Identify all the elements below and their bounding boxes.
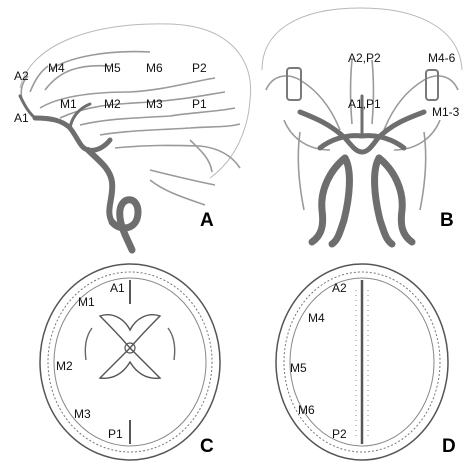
label-m1: M1: [78, 295, 95, 309]
panel-b-labels: A2,P2 M4-6 A1,P1 M1-3: [348, 51, 460, 119]
panel-a-lateral-view: A2 A1 M4 M5 M6 P2 M1 M2 M3 P1 A: [14, 23, 252, 254]
label-m5: M5: [104, 61, 121, 75]
label-m1-3: M1-3: [432, 105, 460, 119]
right-insula-loop: [425, 69, 439, 101]
label-p1: P1: [108, 427, 123, 441]
panel-d-axial-section: A2 M4 M5 M6 P2 D: [275, 263, 456, 461]
brain-surface: [53, 277, 207, 447]
label-m1: M1: [60, 97, 77, 111]
label-m4-6: M4-6: [428, 51, 456, 65]
label-a2: A2: [14, 69, 29, 83]
label-m2: M2: [104, 97, 121, 111]
label-a1: A1: [110, 281, 125, 295]
brain-outline: [19, 23, 252, 179]
lateral-ventricles: [98, 314, 162, 379]
skull-inner: [283, 271, 441, 453]
main-vessels: [18, 94, 142, 254]
label-a2-p2: A2,P2: [348, 51, 381, 65]
label-p2: P2: [192, 61, 207, 75]
third-ventricle: [124, 342, 136, 354]
label-m2: M2: [56, 359, 73, 373]
label-a1: A1: [14, 111, 29, 125]
label-p1: P1: [192, 97, 207, 111]
panel-d-labels: A2 M4 M5 M6 P2: [290, 281, 347, 441]
left-sylvian-fissure: [84, 327, 93, 361]
label-m4: M4: [48, 61, 65, 75]
main-vessels: [297, 94, 427, 248]
label-m6: M6: [146, 61, 163, 75]
panel-letter-d: D: [442, 436, 456, 457]
skull-outer: [275, 263, 449, 461]
label-p2: P2: [332, 427, 347, 441]
label-a1-p1: A1,P1: [348, 97, 381, 111]
distal-branches: [20, 50, 241, 206]
panel-c-labels: A1 M1 M2 M3 P1: [56, 281, 125, 441]
label-m3: M3: [146, 97, 163, 111]
panel-b-frontal-view: A2,P2 M4-6 A1,P1 M1-3 B: [261, 7, 463, 248]
label-m4: M4: [308, 311, 325, 325]
left-insula-loop: [286, 67, 302, 101]
brain-surface: [289, 277, 435, 447]
panel-letter-c: C: [200, 436, 214, 457]
label-m6: M6: [298, 403, 315, 417]
label-m3: M3: [74, 407, 91, 421]
skull-outer: [39, 263, 221, 461]
distal-branches: [265, 59, 459, 211]
label-a2: A2: [332, 281, 347, 295]
skull-inner: [47, 271, 213, 453]
label-m5: M5: [290, 361, 307, 375]
panel-letter-b: B: [440, 210, 454, 231]
panel-letter-a: A: [200, 210, 214, 231]
panel-c-axial-section: A1 M1 M2 M3 P1 C: [39, 263, 221, 461]
right-sylvian-fissure: [167, 327, 176, 361]
panel-a-labels: A2 A1 M4 M5 M6 P2 M1 M2 M3 P1: [14, 61, 207, 125]
brain-outline: [261, 7, 463, 71]
